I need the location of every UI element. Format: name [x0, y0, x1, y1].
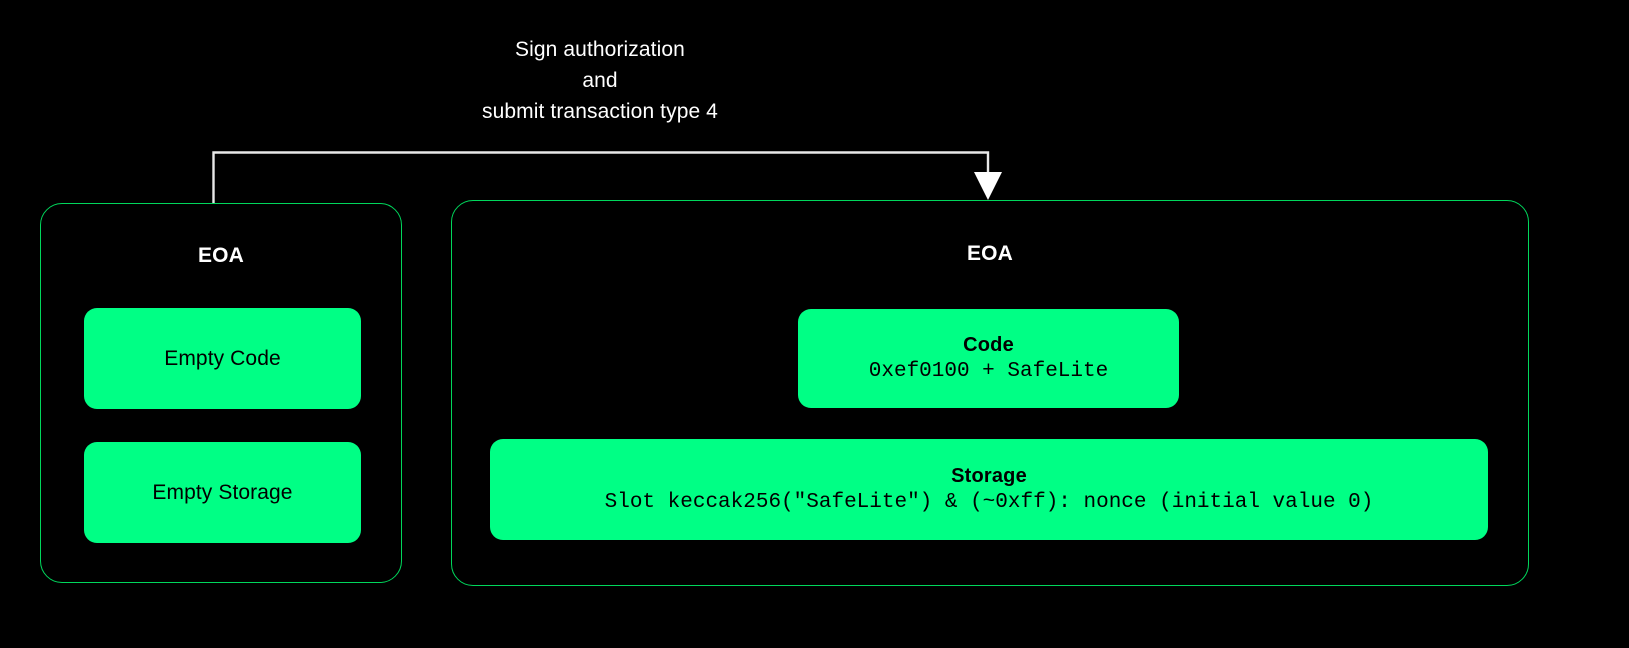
box-empty-storage-label: Empty Storage [152, 480, 293, 504]
box-code: Code 0xef0100 + SafeLite [798, 309, 1179, 408]
panel-title-eoa-before: EOA [197, 244, 245, 267]
panel-eoa-before: EOA Empty Code Empty Storage [40, 203, 402, 583]
flow-arrow-line [212, 151, 990, 206]
box-storage-label: Storage [951, 464, 1027, 487]
box-empty-code: Empty Code [84, 308, 361, 409]
box-storage: Storage Slot keccak256("SafeLite") & (~0… [490, 439, 1488, 540]
flow-arrow-head [974, 172, 1002, 200]
box-code-label: Code [963, 333, 1014, 356]
flow-caption: Sign authorization and submit transactio… [482, 38, 718, 123]
panel-title-eoa-after: EOA [966, 242, 1014, 265]
box-empty-code-label: Empty Code [164, 346, 281, 370]
box-storage-value: Slot keccak256("SafeLite") & (~0xff): no… [604, 490, 1374, 514]
box-code-value: 0xef0100 + SafeLite [868, 359, 1109, 383]
box-empty-storage: Empty Storage [84, 442, 361, 543]
panel-eoa-after: EOA Code 0xef0100 + SafeLite Storage Slo… [451, 200, 1529, 586]
